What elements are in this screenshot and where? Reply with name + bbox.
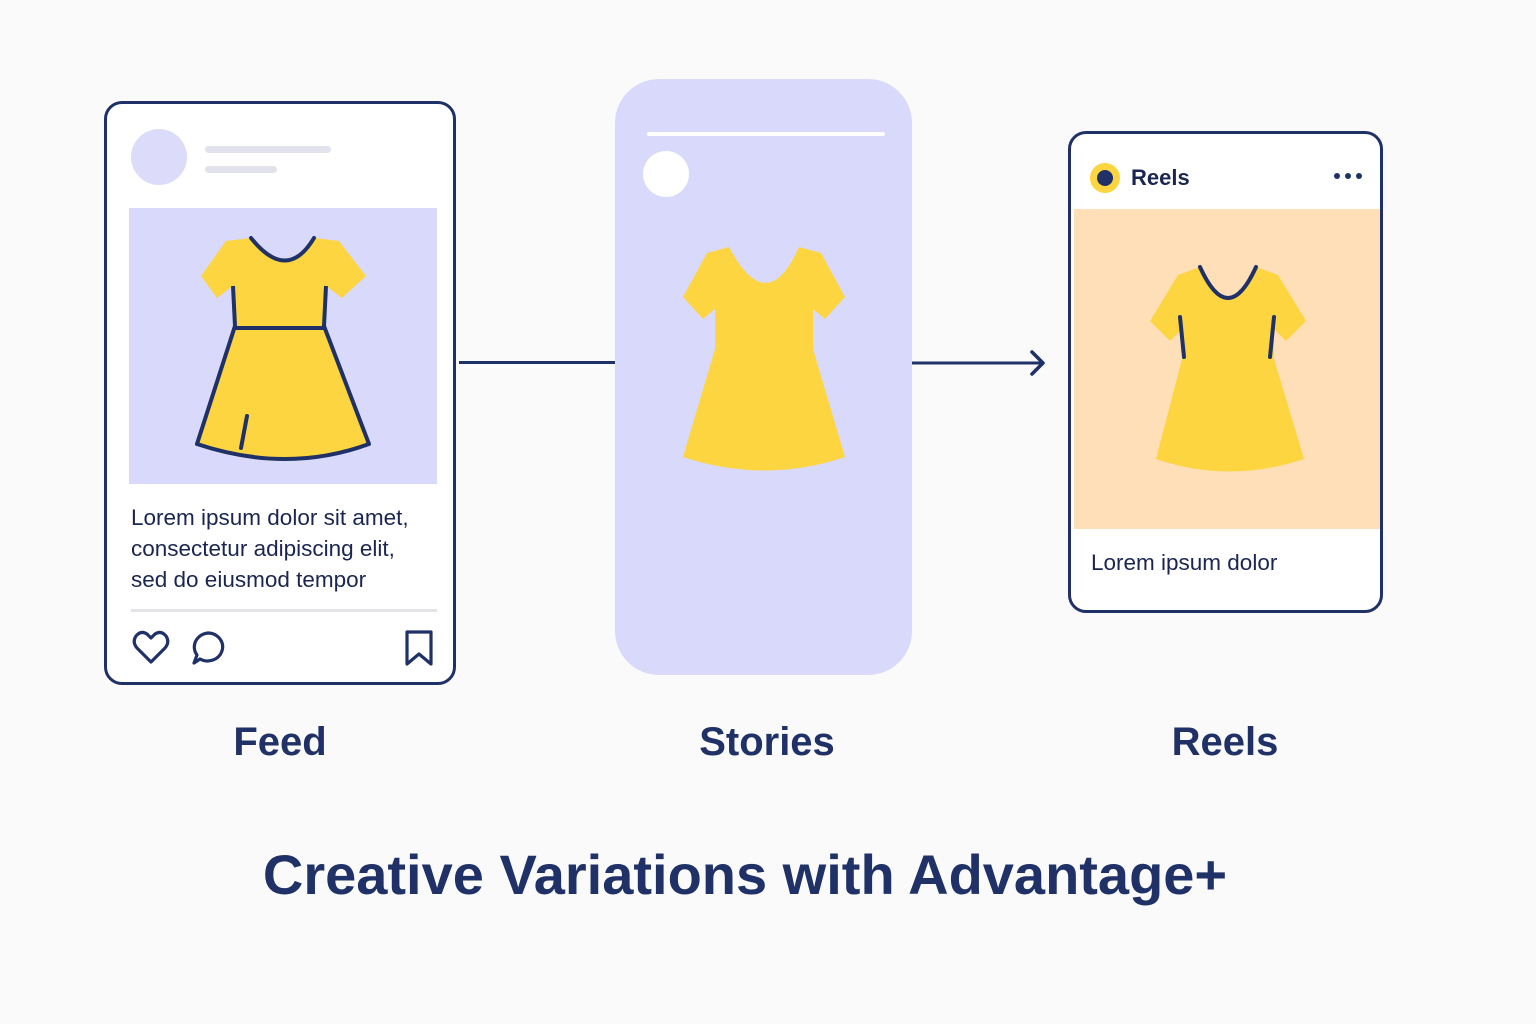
stories-label: Stories bbox=[699, 720, 835, 764]
reels-header-title: Reels bbox=[1131, 165, 1190, 190]
heart-icon[interactable] bbox=[131, 628, 171, 668]
connector-line bbox=[459, 361, 617, 364]
reels-badge-icon bbox=[1090, 163, 1120, 193]
caption-line: consectetur adipiscing elit, bbox=[131, 536, 395, 561]
caption-line: sed do eiusmod tempor bbox=[131, 567, 367, 592]
username-placeholder bbox=[205, 146, 331, 153]
more-dots-icon[interactable] bbox=[1333, 166, 1363, 186]
avatar bbox=[131, 129, 187, 185]
reels-card: Reels Lorem ipsum dolor bbox=[1068, 131, 1383, 613]
reels-label: Reels bbox=[1171, 720, 1279, 764]
arrow-right-icon bbox=[912, 350, 1045, 376]
divider bbox=[131, 609, 437, 612]
dress-illustration bbox=[683, 247, 845, 471]
feed-label: Feed bbox=[233, 720, 327, 764]
bookmark-icon[interactable] bbox=[399, 628, 439, 668]
feed-caption: Lorem ipsum dolor sit amet, consectetur … bbox=[131, 502, 441, 595]
dress-illustration bbox=[195, 236, 371, 461]
reels-image bbox=[1074, 209, 1380, 529]
story-progress-bar bbox=[647, 132, 885, 136]
subtitle-placeholder bbox=[205, 166, 277, 173]
feed-card: Lorem ipsum dolor sit amet, consectetur … bbox=[104, 101, 456, 685]
comment-icon[interactable] bbox=[189, 628, 229, 668]
feed-post-image bbox=[129, 208, 437, 484]
stories-card bbox=[615, 79, 912, 675]
avatar bbox=[643, 151, 689, 197]
caption-line: Lorem ipsum dolor sit amet, bbox=[131, 505, 409, 530]
reels-caption: Lorem ipsum dolor bbox=[1091, 550, 1278, 575]
dress-illustration bbox=[1150, 265, 1306, 472]
headline: Creative Variations with Advantage+ bbox=[262, 843, 1228, 906]
